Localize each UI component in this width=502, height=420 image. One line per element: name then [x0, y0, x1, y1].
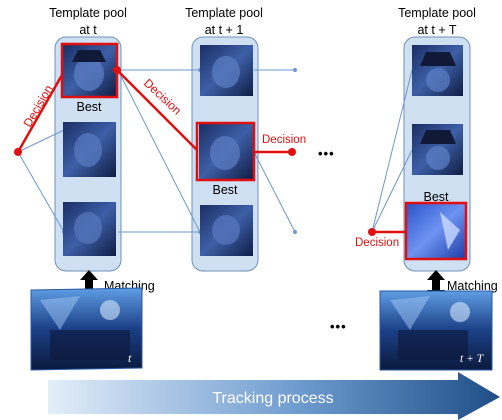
link-end-dot — [293, 230, 297, 234]
pool-title-1-line2: at t — [79, 23, 97, 37]
pool-title-1-line1: Template pool — [49, 6, 127, 20]
best-label-1: Best — [76, 100, 102, 114]
ellipsis-top: ••• — [318, 146, 335, 161]
pool-title-3-line1: Template pool — [398, 6, 476, 20]
template-thumb — [63, 202, 116, 256]
decision-node-4 — [368, 228, 376, 236]
decision-label-1: Decision — [20, 83, 55, 130]
matching-label-2: Matching — [447, 279, 498, 293]
template-thumb — [63, 122, 116, 177]
video-frame-t — [30, 287, 143, 371]
video-frame-tT — [379, 290, 493, 371]
ellipsis-bottom: ••• — [330, 319, 347, 334]
tracking-process-label: Tracking process — [212, 390, 333, 407]
template-thumb — [200, 205, 253, 256]
frame-label-t: t — [128, 351, 132, 365]
tracking-process-arrow — [48, 372, 500, 420]
pool-title-2-line2: at t + 1 — [205, 23, 244, 37]
template-thumb — [412, 124, 463, 175]
decision-label-2: Decision — [141, 76, 184, 118]
link-end-dot — [293, 68, 297, 72]
template-thumb-best — [407, 204, 465, 258]
template-thumb — [63, 45, 116, 96]
decision-node-3 — [288, 148, 296, 156]
template-thumb — [199, 124, 253, 179]
template-thumb — [200, 45, 253, 96]
connection-lines — [17, 69, 413, 233]
decision-label-3: Decision — [262, 134, 306, 146]
best-label-3: Best — [423, 190, 449, 204]
pool-title-2-line1: Template pool — [185, 6, 263, 20]
template-thumb — [412, 45, 463, 96]
decision-label-4: Decision — [355, 237, 399, 249]
decision-node-1 — [14, 148, 22, 156]
pool-title-3-line2: at t + T — [417, 23, 456, 37]
best-label-2: Best — [212, 183, 238, 197]
decision-node-2 — [113, 66, 121, 74]
decision-lines — [16, 69, 406, 234]
frame-label-tT: t + T — [460, 353, 485, 365]
